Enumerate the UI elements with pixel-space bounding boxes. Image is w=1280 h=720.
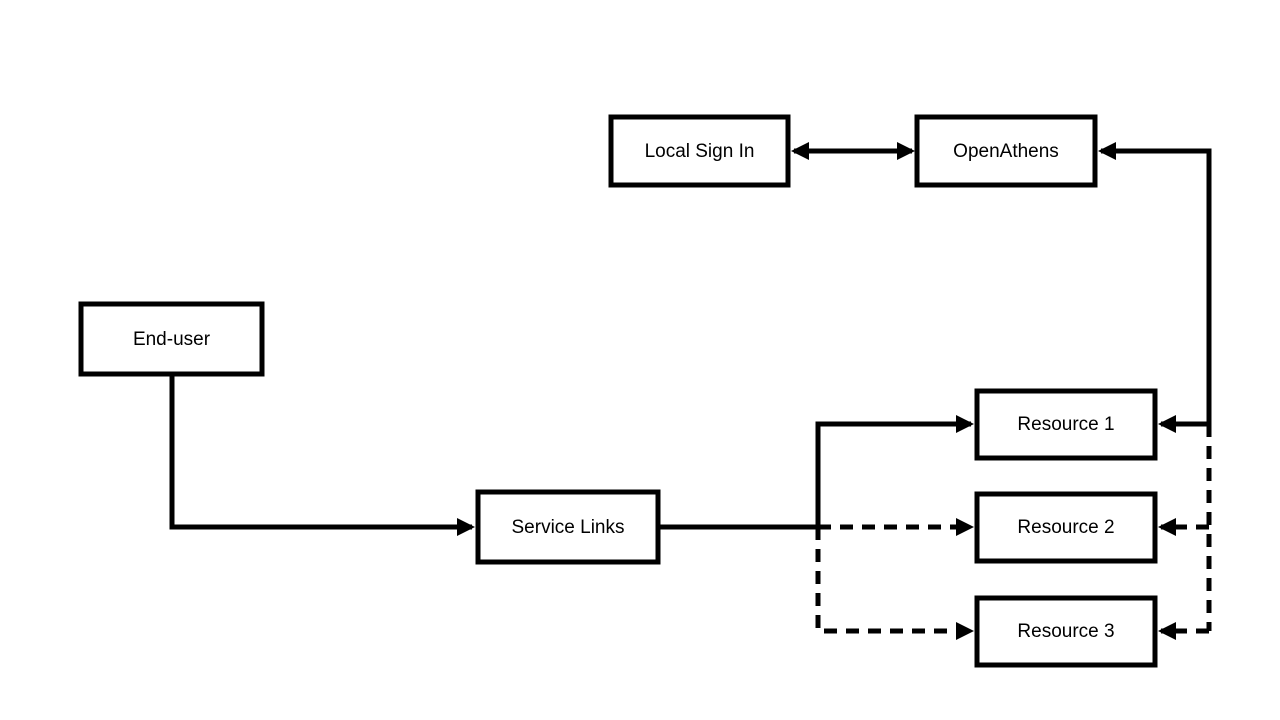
arrow-head-into-resource2 xyxy=(1158,518,1176,536)
arrow-head-into-resource3 xyxy=(1158,622,1176,640)
node-box[interactable] xyxy=(974,491,1158,564)
edge-junction-resource3 xyxy=(815,527,974,640)
node-resource-2[interactable]: Resource 2 xyxy=(974,491,1158,564)
arrow-head-right xyxy=(897,142,915,160)
node-label: Local Sign In xyxy=(645,141,755,162)
edge-resource2-return xyxy=(1158,518,1209,536)
node-local-sign-in[interactable]: Local Sign In xyxy=(608,114,791,188)
arrow-head-into-openathens xyxy=(1098,142,1116,160)
node-layer: Local Sign In OpenAthens End-user Servic… xyxy=(78,114,1158,668)
edge-junction-resource1 xyxy=(815,415,974,527)
node-end-user[interactable]: End-user xyxy=(78,301,265,377)
arrow-head-into-servicelinks xyxy=(457,518,475,536)
edge-local-signin-openathens xyxy=(791,142,915,160)
edge-junction-resource2 xyxy=(818,518,974,536)
arrow-head-left xyxy=(791,142,809,160)
node-label: Service Links xyxy=(512,517,625,538)
edge-resource3-return xyxy=(1158,622,1209,640)
node-box[interactable] xyxy=(78,301,265,377)
node-label: OpenAthens xyxy=(953,141,1059,162)
edge-line xyxy=(1101,148,1212,427)
edge-enduser-servicelinks xyxy=(169,374,475,536)
arrow-head-into-resource1 xyxy=(956,415,974,433)
node-label: Resource 1 xyxy=(1017,414,1114,435)
edge-line xyxy=(815,527,971,634)
node-box[interactable] xyxy=(974,388,1158,461)
arrow-head-into-resource1 xyxy=(1158,415,1176,433)
edge-layer xyxy=(169,142,1212,640)
edge-line xyxy=(815,421,971,527)
node-label: Resource 2 xyxy=(1017,517,1114,538)
edge-openathens-resource1 xyxy=(1098,142,1212,433)
edge-line xyxy=(169,374,472,530)
arrow-head-into-resource3 xyxy=(956,622,974,640)
node-box[interactable] xyxy=(475,489,661,565)
node-resource-1[interactable]: Resource 1 xyxy=(974,388,1158,461)
node-label: End-user xyxy=(133,329,211,350)
node-resource-3[interactable]: Resource 3 xyxy=(974,595,1158,668)
node-box[interactable] xyxy=(608,114,791,188)
arrow-head-into-resource2 xyxy=(956,518,974,536)
node-box[interactable] xyxy=(974,595,1158,668)
node-open-athens[interactable]: OpenAthens xyxy=(914,114,1098,188)
node-service-links[interactable]: Service Links xyxy=(475,489,661,565)
node-box[interactable] xyxy=(914,114,1098,188)
node-label: Resource 3 xyxy=(1017,621,1114,642)
